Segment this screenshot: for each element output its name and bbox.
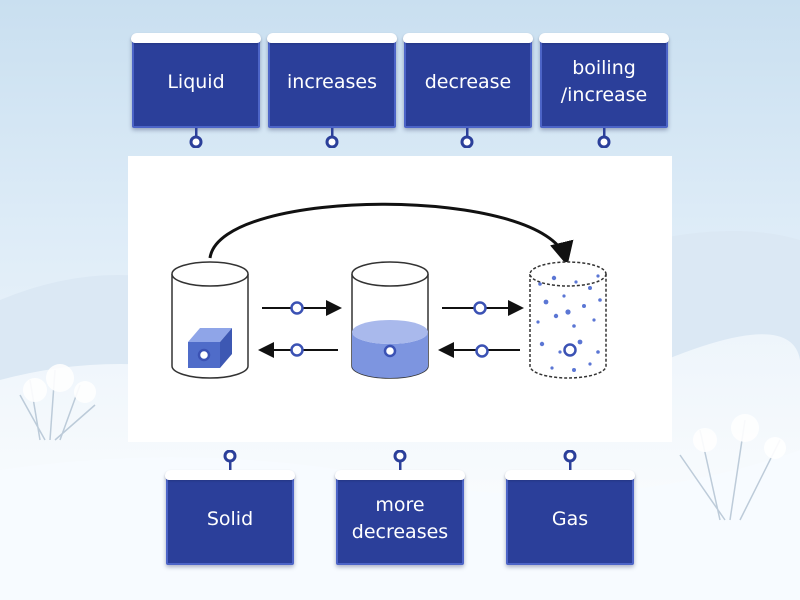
answer-tile-gas[interactable]: Gas [505,470,635,565]
tile-label: Gas [551,507,589,530]
drop-slot-gas[interactable] [563,343,577,357]
phase-diagram-card [128,156,672,442]
tile-label: Solid [206,507,254,530]
snow-cap [267,33,397,43]
pin-icon [223,450,237,470]
snow-cap [131,33,261,43]
tile-label: increases [287,70,377,93]
tile-label: decrease [424,70,512,93]
pin-icon [597,128,611,148]
pin-icon [460,128,474,148]
pin-icon [563,450,577,470]
tile-label: Liquid [167,70,225,93]
snow-cap [403,33,533,43]
tile-label: boiling /increase [560,57,648,106]
phase-change-diagram [171,202,607,379]
solid-container [171,261,249,379]
answer-tile-liquid[interactable]: Liquid [131,33,261,128]
liquid-container [351,261,429,379]
snow-cap [165,470,295,480]
snow-cap [335,470,465,480]
answer-tile-boiling-increase[interactable]: boiling /increase [539,33,669,128]
answer-tile-solid[interactable]: Solid [165,470,295,565]
answer-tile-decrease[interactable]: decrease [403,33,533,128]
drop-slot-condensation[interactable] [475,344,489,358]
tile-label: more decreases [351,494,449,543]
pin-icon [393,450,407,470]
gas-container [529,261,607,379]
pin-icon [325,128,339,148]
sublimation-arrow [208,202,574,266]
drop-slot-freezing[interactable] [290,343,304,357]
pin-icon [189,128,203,148]
drop-slot-evaporation[interactable] [473,301,487,315]
answer-tile-more-decreases[interactable]: more decreases [335,470,465,565]
snow-cap [539,33,669,43]
drop-slot-melting[interactable] [290,301,304,315]
drop-slot-liquid[interactable] [383,344,397,358]
answer-tile-increases[interactable]: increases [267,33,397,128]
snow-cap [505,470,635,480]
drop-slot-solid[interactable] [197,348,211,362]
